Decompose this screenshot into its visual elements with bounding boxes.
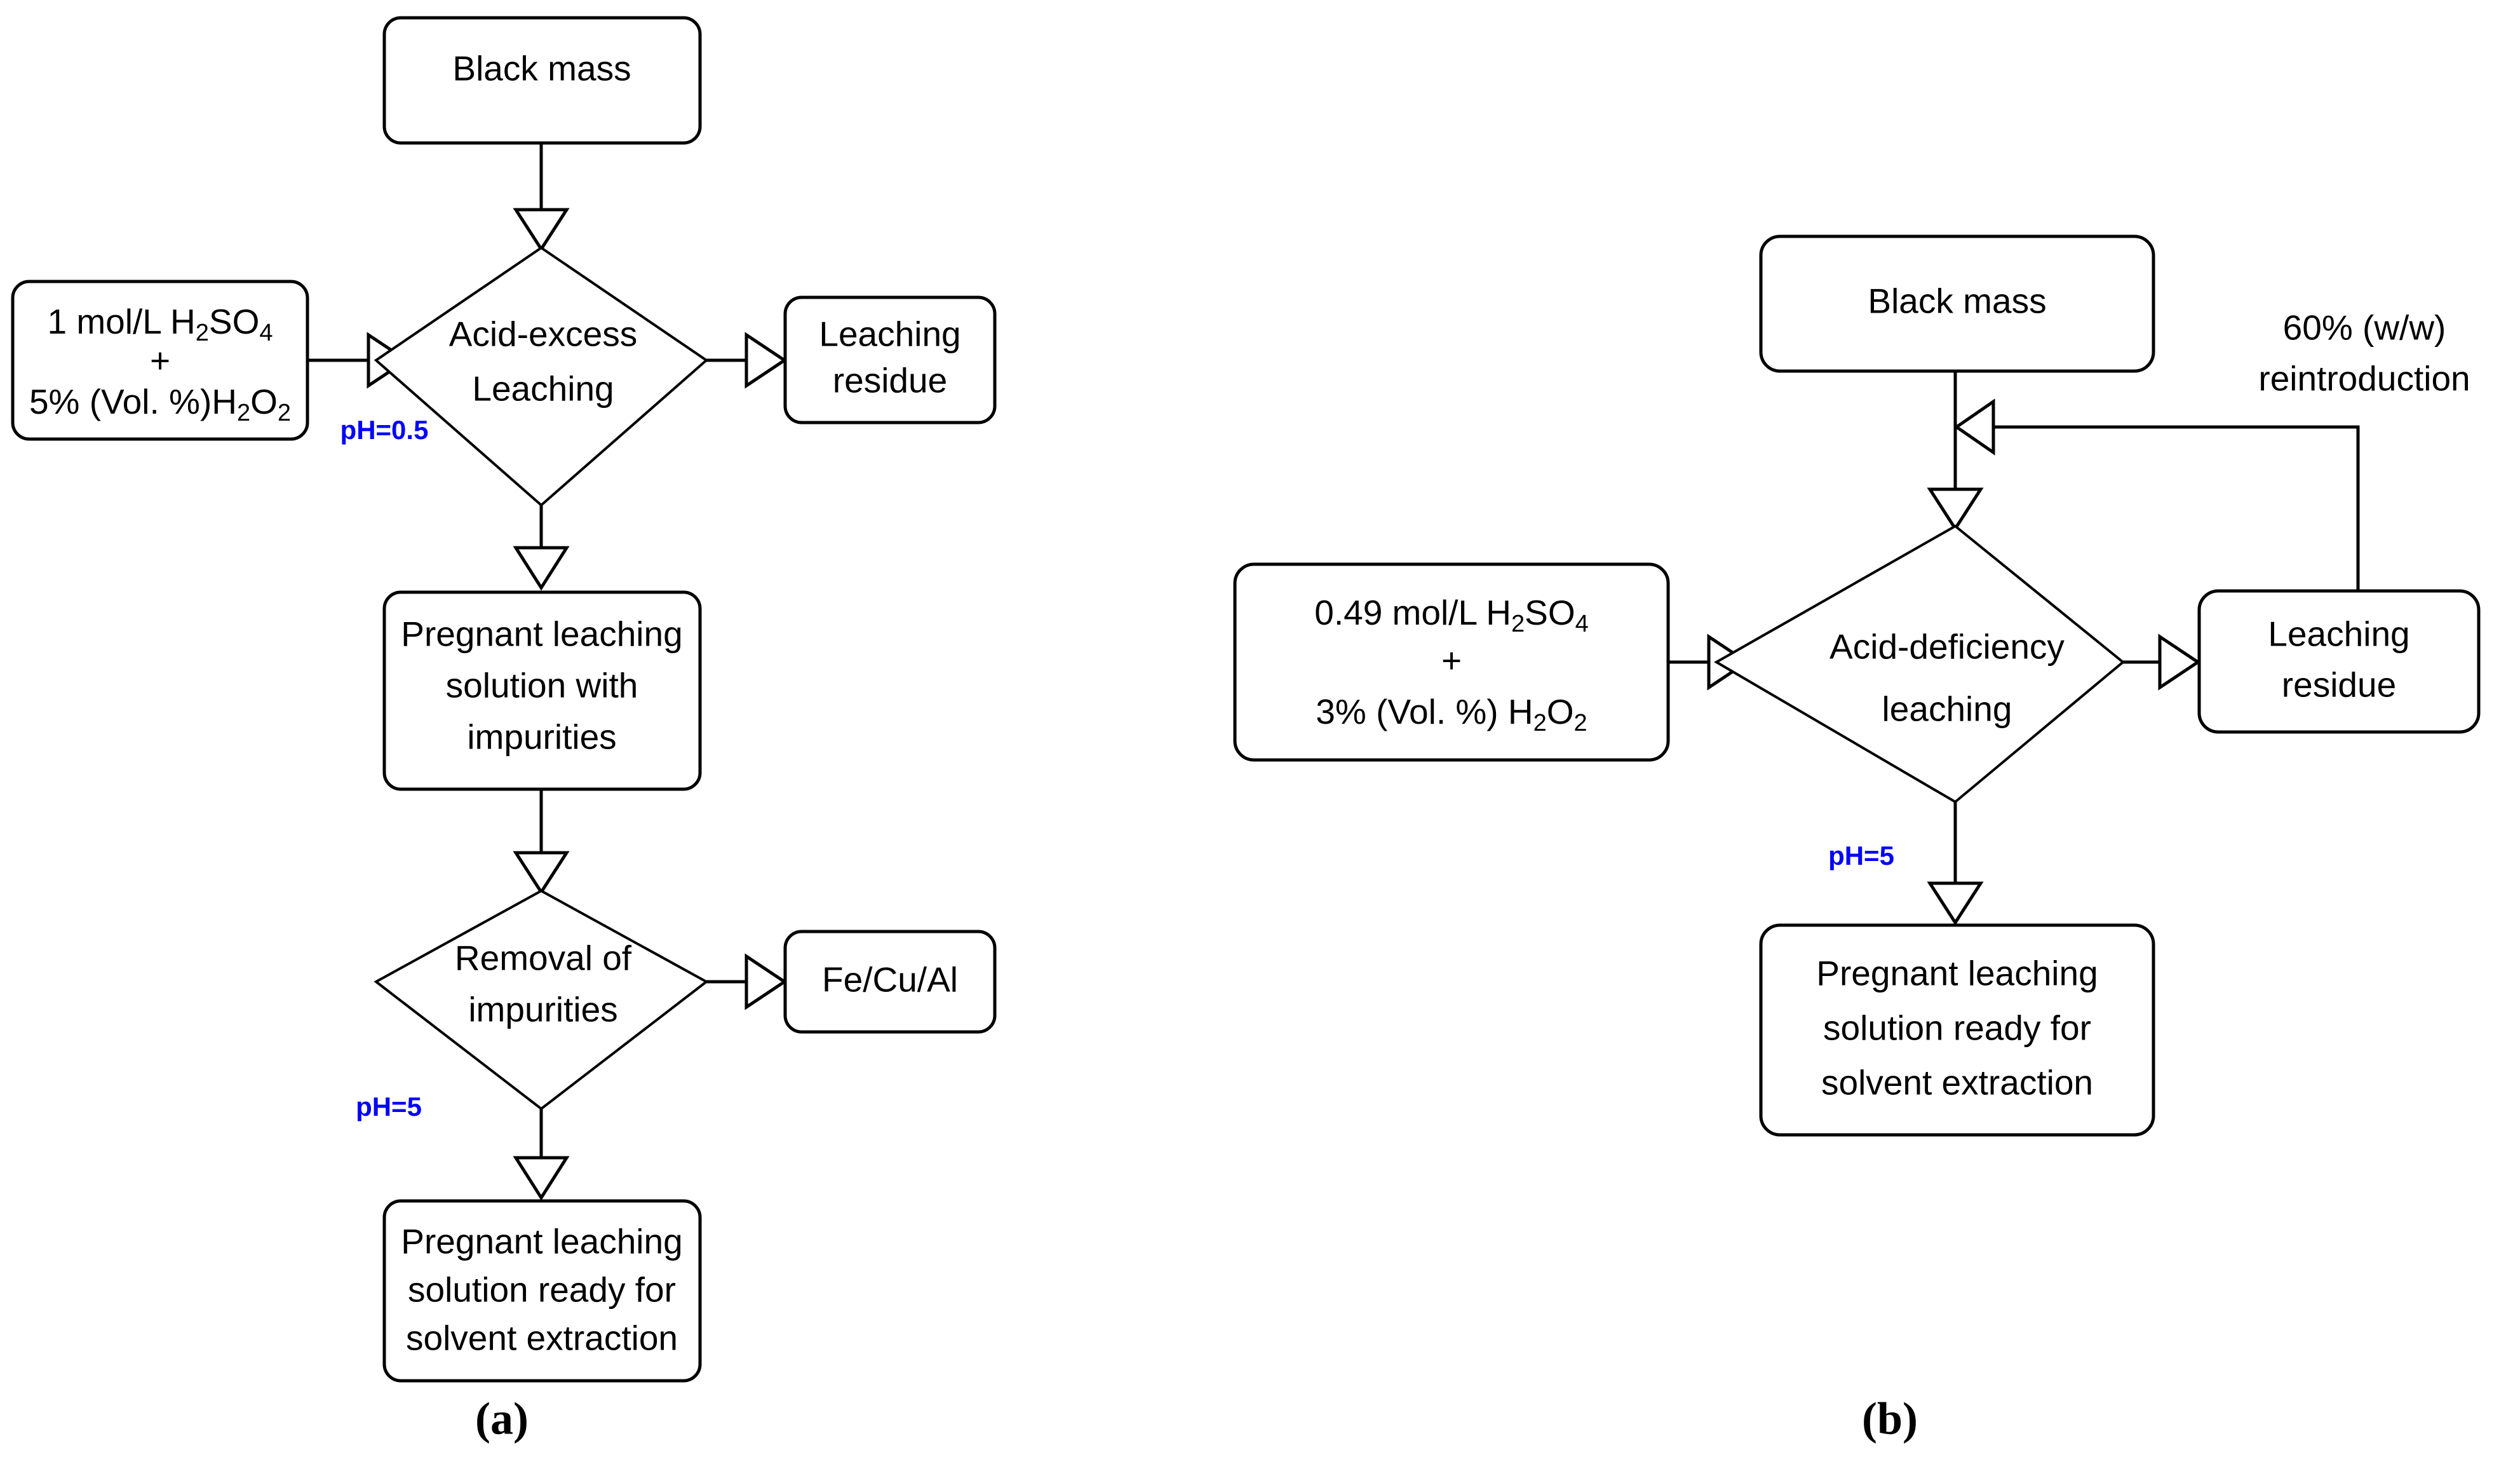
arrowhead-removal-final-a (513, 1156, 570, 1201)
edge-label-recycle-b-line1: 60% (w/w) (2283, 308, 2446, 348)
node-leaching-residue-b[interactable] (2197, 589, 2481, 734)
node-reagent-a-line1: 1 mol/L H2SO4 (47, 302, 273, 347)
node-final-pls-b[interactable] (1759, 923, 2155, 1137)
node-acid-excess-leaching-a-line2: Leaching (472, 369, 614, 409)
arrowhead-leaching-residue-a (745, 332, 788, 389)
node-leaching-residue-a[interactable] (783, 295, 997, 424)
arrowhead-leaching-residue-b (2158, 634, 2201, 691)
node-black-mass-a[interactable] (382, 16, 702, 145)
arrowhead-blackmass-leaching-b (1927, 487, 1984, 532)
node-final-pls-a-line1: Pregnant leaching (401, 1222, 682, 1261)
node-reagent-a-plus: + (150, 341, 170, 381)
panel-caption-a: (a) (475, 1393, 529, 1444)
node-final-pls-b-line3: solvent extraction (1821, 1063, 2093, 1102)
node-reagent-b-line3: 3% (Vol. %) H2O2 (1316, 692, 1587, 737)
arrowhead-leaching-pls-a (513, 546, 570, 591)
node-reagent-b-line1: 0.49 mol/L H2SO4 (1314, 593, 1589, 638)
node-pls-impurities-a-line2: solution with (446, 666, 638, 705)
node-pls-impurities-a-line1: Pregnant leaching (401, 614, 682, 654)
node-acid-deficiency-leaching-b-line2: leaching (1882, 689, 2012, 729)
edge-label-ph-leaching-b: pH=5 (1828, 841, 1894, 871)
node-removal-impurities-a-line1: Removal of (455, 939, 632, 978)
node-acid-deficiency-leaching-b[interactable] (1713, 524, 2126, 804)
node-fecual-a-label: Fe/Cu/Al (822, 960, 958, 1000)
panel-caption-b: (b) (1862, 1393, 1918, 1444)
node-black-mass-a-label: Black mass (452, 49, 631, 88)
node-leaching-residue-b-line1: Leaching (2268, 614, 2409, 654)
edge-recycle-loop-b (1987, 425, 2360, 662)
node-reagent-b[interactable] (1233, 562, 1670, 762)
node-acid-excess-leaching-a-line1: Acid-excess (449, 315, 637, 354)
node-leaching-residue-a-line2: residue (833, 361, 947, 400)
arrowhead-blackmass-leaching-a (513, 208, 570, 252)
node-removal-impurities-a[interactable] (374, 889, 709, 1111)
node-removal-impurities-a-line2: impurities (468, 990, 617, 1029)
arrowhead-recycle-merge-b (1953, 398, 1995, 456)
node-pls-impurities-a-line3: impurities (467, 717, 616, 757)
node-black-mass-b[interactable] (1759, 234, 2155, 373)
arrowhead-pls-removal-a (513, 851, 570, 895)
edge-label-ph-removal-a: pH=5 (356, 1092, 422, 1122)
node-reagent-a-line3: 5% (Vol. %)H2O2 (29, 382, 291, 427)
node-reagent-b-plus: + (1441, 641, 1462, 681)
node-final-pls-a-line2: solution ready for (408, 1270, 676, 1310)
node-final-pls-a-line3: solvent extraction (406, 1318, 678, 1358)
arrowhead-leaching-final-b (1927, 881, 1984, 926)
edge-label-recycle-b-line2: reintroduction (2258, 359, 2470, 398)
edge-label-ph-leaching-a: pH=0.5 (340, 415, 429, 445)
node-black-mass-b-label: Black mass (1868, 281, 2046, 321)
node-leaching-residue-b-line2: residue (2282, 665, 2396, 705)
node-final-pls-b-line1: Pregnant leaching (1816, 954, 2098, 993)
node-fecual-a[interactable] (783, 930, 997, 1034)
node-reagent-a[interactable] (11, 280, 309, 441)
node-final-pls-a[interactable] (382, 1199, 702, 1383)
node-pls-impurities-a[interactable] (382, 590, 702, 791)
node-acid-excess-leaching-a[interactable] (374, 246, 709, 507)
node-leaching-residue-a-line1: Leaching (819, 315, 960, 354)
node-final-pls-b-line2: solution ready for (1823, 1008, 2091, 1048)
arrowhead-removal-byproduct-a (745, 953, 788, 1010)
node-acid-deficiency-leaching-b-line1: Acid-deficiency (1829, 627, 2065, 667)
